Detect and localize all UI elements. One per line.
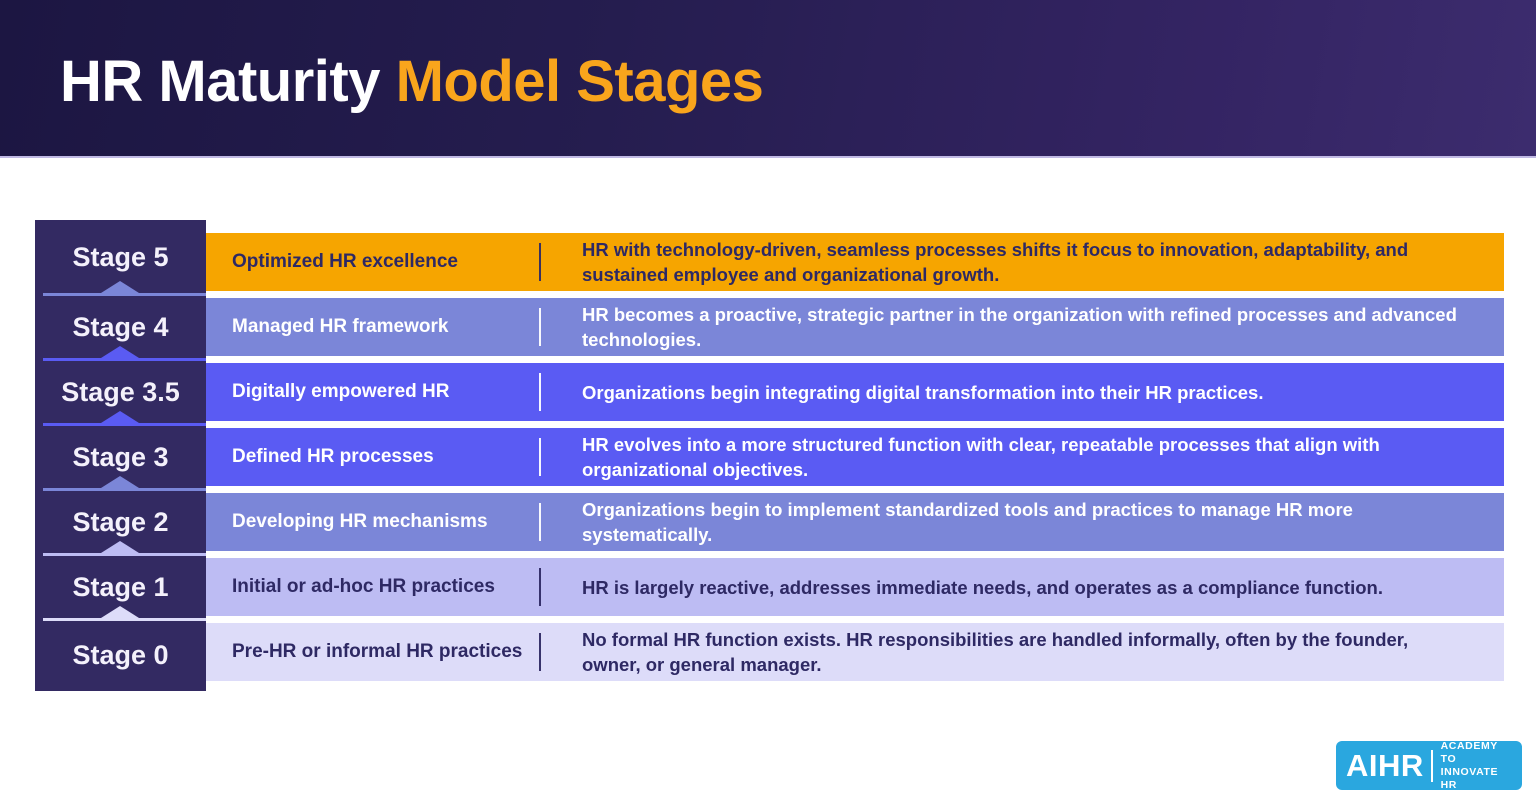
stage-3-5-row: Digitally empowered HR Organizations beg… <box>206 363 1504 421</box>
stage-separator <box>35 411 206 426</box>
stage-row-title: Initial or ad-hoc HR practices <box>232 576 495 597</box>
stage-row-description: HR is largely reactive, addresses immedi… <box>582 576 1383 598</box>
title-part-orange: Model Stages <box>395 48 764 114</box>
row-divider <box>539 568 541 606</box>
up-arrow-icon <box>101 281 139 293</box>
up-arrow-icon <box>101 541 139 553</box>
up-arrow-icon <box>101 606 139 618</box>
aihr-logo-brand: AIHR <box>1346 747 1424 783</box>
stage-row-description: HR evolves into a more structured functi… <box>582 434 1380 480</box>
stage-1-row: Initial or ad-hoc HR practices HR is lar… <box>206 558 1504 616</box>
row-divider <box>539 308 541 346</box>
separator-line <box>43 293 206 296</box>
row-divider <box>539 438 541 476</box>
stage-label-3-5: Stage 3.5 <box>61 377 180 407</box>
aihr-logo: AIHR ACADEMY TO INNOVATE HR <box>1336 740 1522 792</box>
aihr-logo-tagline: ACADEMY TO INNOVATE HR <box>1441 740 1512 792</box>
stage-separator <box>35 476 206 491</box>
up-arrow-icon <box>101 476 139 488</box>
logo-divider <box>1430 749 1433 782</box>
tagline-line-1: ACADEMY TO <box>1440 739 1498 765</box>
stage-separator <box>35 346 206 361</box>
up-arrow-icon <box>101 346 139 358</box>
row-divider <box>539 373 541 411</box>
stage-0-row: Pre-HR or informal HR practices No forma… <box>206 623 1504 681</box>
stage-row-description: Organizations begin to implement standar… <box>582 499 1353 545</box>
up-arrow-icon <box>101 411 139 423</box>
stage-label-3: Stage 3 <box>72 442 169 472</box>
stage-row-title: Digitally empowered HR <box>232 381 450 402</box>
stage-ladder-column: Stage 5 Stage 4 Stage 3.5 Stage 3 Stage … <box>35 220 206 691</box>
row-divider <box>539 503 541 541</box>
stage-label-1: Stage 1 <box>72 572 169 602</box>
stage-separator <box>35 281 206 296</box>
page-title: HR Maturity Model Stages <box>60 42 764 115</box>
stage-separator <box>35 606 206 621</box>
separator-line <box>43 488 206 491</box>
stage-row-title: Defined HR processes <box>232 446 434 467</box>
stage-4-row: Managed HR framework HR becomes a proact… <box>206 298 1504 356</box>
stage-5-row: Optimized HR excellence HR with technolo… <box>206 233 1504 291</box>
row-divider <box>539 633 541 671</box>
stage-row-description: HR becomes a proactive, strategic partne… <box>582 304 1457 350</box>
separator-line <box>43 618 206 621</box>
stage-label-0: Stage 0 <box>72 640 169 670</box>
stage-row-description: Organizations begin integrating digital … <box>582 381 1264 403</box>
tagline-line-2: INNOVATE HR <box>1440 765 1499 791</box>
stage-3-row: Defined HR processes HR evolves into a m… <box>206 428 1504 486</box>
stage-row-title: Pre-HR or informal HR practices <box>232 641 523 662</box>
stage-2-row: Developing HR mechanisms Organizations b… <box>206 493 1504 551</box>
stage-label-4: Stage 4 <box>72 312 169 342</box>
stage-separator <box>35 541 206 556</box>
row-divider <box>539 243 541 281</box>
stage-row-title: Developing HR mechanisms <box>232 511 488 532</box>
title-part-white: HR Maturity <box>60 48 396 114</box>
separator-line <box>43 553 206 556</box>
stage-row-description: No formal HR function exists. HR respons… <box>582 629 1409 675</box>
stage-row-title: Managed HR framework <box>232 316 449 337</box>
stage-row-title: Optimized HR excellence <box>232 251 458 272</box>
header-banner: HR Maturity Model Stages <box>0 0 1536 158</box>
stage-label-5: Stage 5 <box>72 242 169 272</box>
separator-line <box>43 423 206 426</box>
stage-row-description: HR with technology-driven, seamless proc… <box>582 239 1409 285</box>
separator-line <box>43 358 206 361</box>
stage-label-2: Stage 2 <box>72 507 169 537</box>
